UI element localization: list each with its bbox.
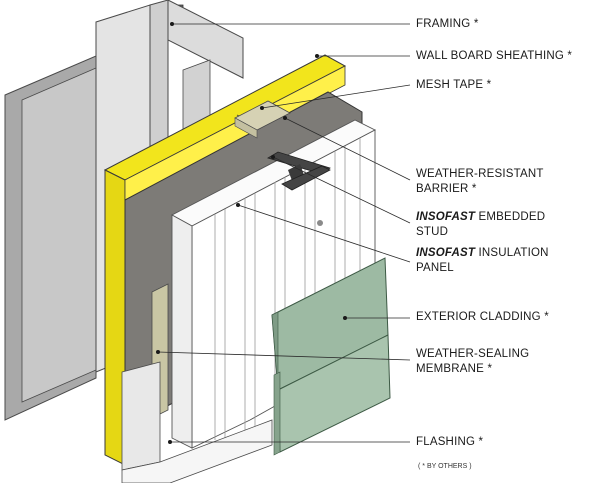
embedded-stud (267, 151, 331, 191)
label-weather-barrier-line1: WEATHER-RESISTANT (416, 168, 544, 180)
leader-stud (272, 156, 411, 224)
label-insulation-panel: INSOFAST INSULATION PANEL (416, 246, 549, 276)
dot-membrane (156, 350, 160, 354)
label-insulation-panel-line2: PANEL (416, 262, 454, 274)
leader-mesh-tape (261, 84, 411, 109)
label-insulation-panel-line1: INSULATION (475, 247, 549, 259)
label-embedded-stud-line1: EMBEDDED (475, 211, 546, 223)
dot-sheathing (315, 54, 319, 58)
dot-barrier (283, 116, 287, 120)
label-flashing: FLASHING * (416, 436, 484, 448)
brand-name: INSOFAST (416, 211, 476, 223)
dot-framing (170, 22, 174, 26)
label-sealing-membrane-line1: WEATHER-SEALING (416, 348, 530, 360)
label-framing: FRAMING * (416, 18, 479, 30)
label-weather-barrier: WEATHER-RESISTANT BARRIER * (416, 167, 544, 197)
dot-flashing (168, 440, 172, 444)
label-sealing-membrane-line2: MEMBRANE * (416, 363, 493, 375)
label-embedded-stud: INSOFAST EMBEDDED STUD (416, 210, 545, 240)
flashing (121, 361, 273, 484)
dot-mesh (260, 106, 264, 110)
sheathing-board (103, 54, 347, 466)
mesh-tape (234, 100, 291, 139)
exterior-cladding (271, 257, 391, 456)
leader-lines (157, 23, 411, 443)
label-exterior-cladding: EXTERIOR CLADDING * (416, 311, 549, 323)
label-weather-barrier-line2: BARRIER * (416, 183, 477, 195)
leader-barrier (284, 117, 411, 181)
label-sheathing: WALL BOARD SHEATHING * (416, 50, 573, 62)
label-mesh-tape: MESH TAPE * (416, 79, 492, 91)
framing (4, 0, 244, 421)
leader-membrane (157, 351, 411, 361)
leader-panel (237, 204, 411, 263)
label-embedded-stud-line2: STUD (416, 226, 449, 238)
dot-panel (236, 203, 240, 207)
label-sealing-membrane: WEATHER-SEALING MEMBRANE * (416, 347, 529, 377)
brand-name: INSOFAST (416, 247, 476, 259)
footnote: ( * BY OTHERS ) (418, 463, 472, 470)
dot-stud (271, 155, 275, 159)
dot-cladding (343, 316, 347, 320)
